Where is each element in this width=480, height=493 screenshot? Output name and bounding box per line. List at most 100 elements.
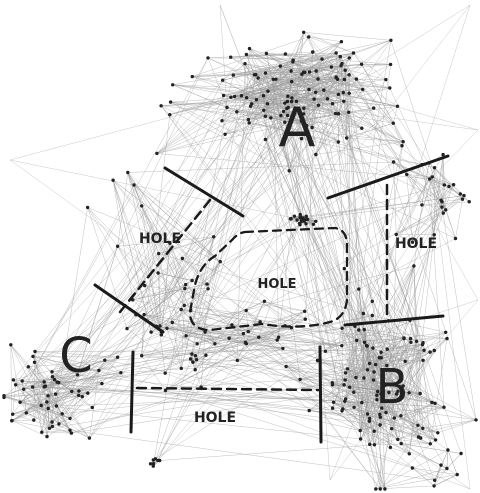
graph-node (221, 78, 225, 82)
graph-node (345, 136, 349, 140)
graph-edge (221, 117, 271, 121)
graph-node (304, 123, 309, 128)
graph-edge (206, 283, 449, 451)
graph-edge (340, 56, 479, 301)
graph-edge (229, 311, 305, 339)
graph-node (22, 387, 26, 391)
graph-node (301, 216, 305, 220)
graph-node (340, 61, 344, 66)
graph-edge (363, 313, 410, 393)
cluster-label-b: B (376, 359, 409, 415)
graph-edge (315, 70, 333, 104)
graph-edge (287, 107, 302, 221)
graph-edge (403, 338, 425, 351)
graph-edge (166, 328, 198, 345)
graph-node (304, 222, 308, 226)
graph-node (362, 376, 366, 380)
graph-node (126, 170, 130, 175)
graph-node (372, 443, 377, 447)
graph-edge (28, 366, 45, 388)
graph-node (290, 79, 294, 84)
graph-edge (441, 207, 477, 420)
graph-node (307, 70, 312, 74)
graph-node (345, 367, 350, 371)
graph-edge (133, 184, 214, 237)
graph-node (421, 426, 425, 430)
graph-edge (333, 402, 368, 415)
graph-edge (15, 381, 45, 386)
graph-edge (374, 419, 477, 446)
graph-node (367, 361, 372, 366)
graph-edge (169, 243, 186, 285)
graph-node (441, 152, 445, 157)
graph-node (302, 70, 306, 74)
graph-edge (180, 309, 187, 336)
graph-node (384, 410, 388, 415)
graph-edge (355, 360, 424, 378)
graph-edge (317, 338, 411, 361)
graph-edge (77, 246, 118, 375)
graph-edge (141, 355, 364, 379)
graph-edge (374, 402, 433, 445)
graph-edge (306, 204, 422, 220)
graph-edge (184, 288, 361, 431)
graph-node (336, 112, 341, 116)
graph-node (250, 102, 254, 106)
graph-edge (126, 328, 182, 369)
graph-edge (112, 180, 221, 262)
graph-edge (315, 52, 354, 155)
graph-edge (69, 395, 79, 419)
graph-edge (186, 335, 247, 345)
graph-edge (55, 394, 60, 425)
graph-edge (77, 374, 382, 409)
graph-edge (22, 362, 35, 382)
graph-edge (20, 395, 79, 403)
graph-edge (48, 391, 72, 409)
graph-node (357, 287, 361, 291)
graph-edge (332, 103, 413, 243)
graph-edge (287, 101, 304, 109)
graph-node (311, 222, 316, 226)
graph-node (388, 86, 392, 90)
graph-edge (51, 36, 309, 372)
graph-node (190, 352, 194, 356)
graph-node (311, 50, 315, 54)
graph-node (358, 428, 362, 433)
graph-node (50, 375, 55, 379)
graph-node (315, 358, 320, 363)
graph-node (351, 51, 356, 55)
boundary-markings (93, 154, 450, 444)
graph-edge (190, 310, 216, 344)
graph-edge (156, 326, 247, 345)
graph-edge (34, 351, 121, 373)
graph-edge (207, 57, 323, 60)
hole-label-left: HOLE (139, 231, 181, 247)
graph-edge (9, 159, 303, 221)
graph-node (223, 132, 227, 136)
graph-edge (284, 4, 471, 123)
graph-edge (21, 380, 27, 413)
graph-edge (363, 313, 446, 333)
graph-node (77, 393, 81, 398)
graph-node (244, 96, 249, 100)
graph-edge (343, 92, 449, 451)
graph-node (310, 125, 314, 130)
graph-edge (406, 174, 433, 178)
graph-node (333, 111, 338, 116)
graph-node (190, 278, 194, 283)
graph-node (179, 307, 183, 312)
graph-edge (141, 91, 269, 356)
graph-edge (55, 393, 71, 419)
graph-node (445, 466, 449, 471)
graph-edge (380, 338, 405, 490)
graph-edge (421, 164, 444, 214)
left-hole-dashed-line (118, 198, 212, 314)
graph-edge (34, 351, 59, 383)
graph-node (399, 386, 403, 390)
graph-node (399, 414, 403, 418)
graph-node (298, 377, 302, 382)
graph-edge (34, 350, 425, 352)
graph-edge (158, 253, 182, 369)
graph-edge (288, 105, 319, 108)
graph-node (400, 144, 404, 148)
